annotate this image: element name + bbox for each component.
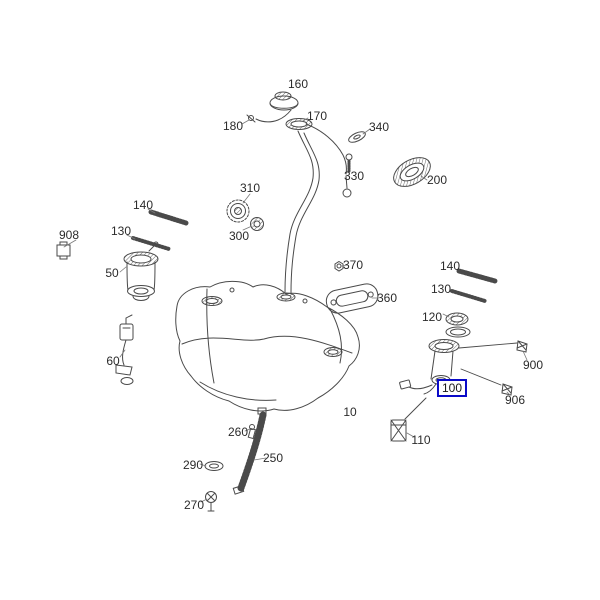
part-290-drawing-ring: [204, 461, 224, 471]
part-260-drawing-stud: [247, 424, 257, 440]
part-300-drawing-ring: [250, 217, 264, 231]
part-120-drawing-cap: [445, 312, 471, 338]
part-label-160[interactable]: 160: [287, 77, 309, 91]
part-label-60[interactable]: 60: [106, 354, 120, 368]
part-label-140-right[interactable]: 140: [439, 259, 461, 273]
part-label-180[interactable]: 180: [222, 119, 244, 133]
part-label-908[interactable]: 908: [58, 228, 80, 242]
part-label-250[interactable]: 250: [262, 451, 284, 465]
part-label-140-left[interactable]: 140: [132, 198, 154, 212]
part-130-right-drawing-rod: [450, 289, 487, 303]
part-label-900[interactable]: 900: [522, 358, 544, 372]
part-160-drawing-fuel-cap: [255, 91, 299, 123]
part-60-drawing-level-sender: [115, 314, 134, 385]
part-label-330[interactable]: 330: [343, 169, 365, 183]
part-label-170[interactable]: 170: [306, 109, 328, 123]
part-label-260[interactable]: 260: [227, 425, 249, 439]
part-label-360[interactable]: 360: [376, 291, 398, 305]
part-908-drawing-clip: [56, 241, 71, 260]
filler-pipe-drawing: [284, 123, 352, 294]
part-10-drawing-fuel-tank: [175, 280, 360, 412]
part-label-10[interactable]: 10: [343, 405, 357, 419]
part-label-130-right[interactable]: 130: [430, 282, 452, 296]
part-110-drawing-canister: [390, 397, 427, 442]
part-label-100-highlighted[interactable]: 100: [436, 379, 468, 397]
part-label-120[interactable]: 120: [421, 310, 443, 324]
part-180-drawing-pin: [246, 114, 256, 123]
part-label-300[interactable]: 300: [228, 229, 250, 243]
part-270-drawing-bolt: [205, 491, 217, 512]
part-900-drawing-clip: [516, 340, 528, 353]
part-label-110[interactable]: 110: [411, 433, 431, 447]
part-200-drawing-seal: [393, 157, 431, 187]
part-140-left-drawing-rod: [148, 209, 189, 226]
part-label-270[interactable]: 270: [183, 498, 205, 512]
part-label-906[interactable]: 906: [504, 393, 526, 407]
part-140-right-drawing-rod: [456, 268, 498, 284]
part-label-50[interactable]: 50: [105, 266, 119, 280]
part-250-drawing-strap: [232, 407, 267, 495]
part-310-drawing-lock-ring: [226, 199, 250, 223]
part-50-drawing-fuel-pump: [123, 241, 159, 301]
part-label-310[interactable]: 310: [239, 181, 261, 195]
part-340-drawing-link: [348, 131, 366, 143]
part-360-drawing-plate: [325, 283, 379, 314]
leader-lines: [63, 117, 528, 503]
part-label-130-left[interactable]: 130: [110, 224, 132, 238]
part-label-340[interactable]: 340: [368, 120, 390, 134]
part-label-290[interactable]: 290: [182, 458, 204, 472]
part-906-drawing-clip: [501, 383, 513, 396]
part-label-370[interactable]: 370: [342, 258, 364, 272]
part-330-drawing-screw: [345, 153, 353, 173]
part-130-left-drawing-rod: [131, 236, 171, 251]
part-label-200[interactable]: 200: [426, 173, 448, 187]
part-370-drawing-nut: [334, 260, 344, 272]
